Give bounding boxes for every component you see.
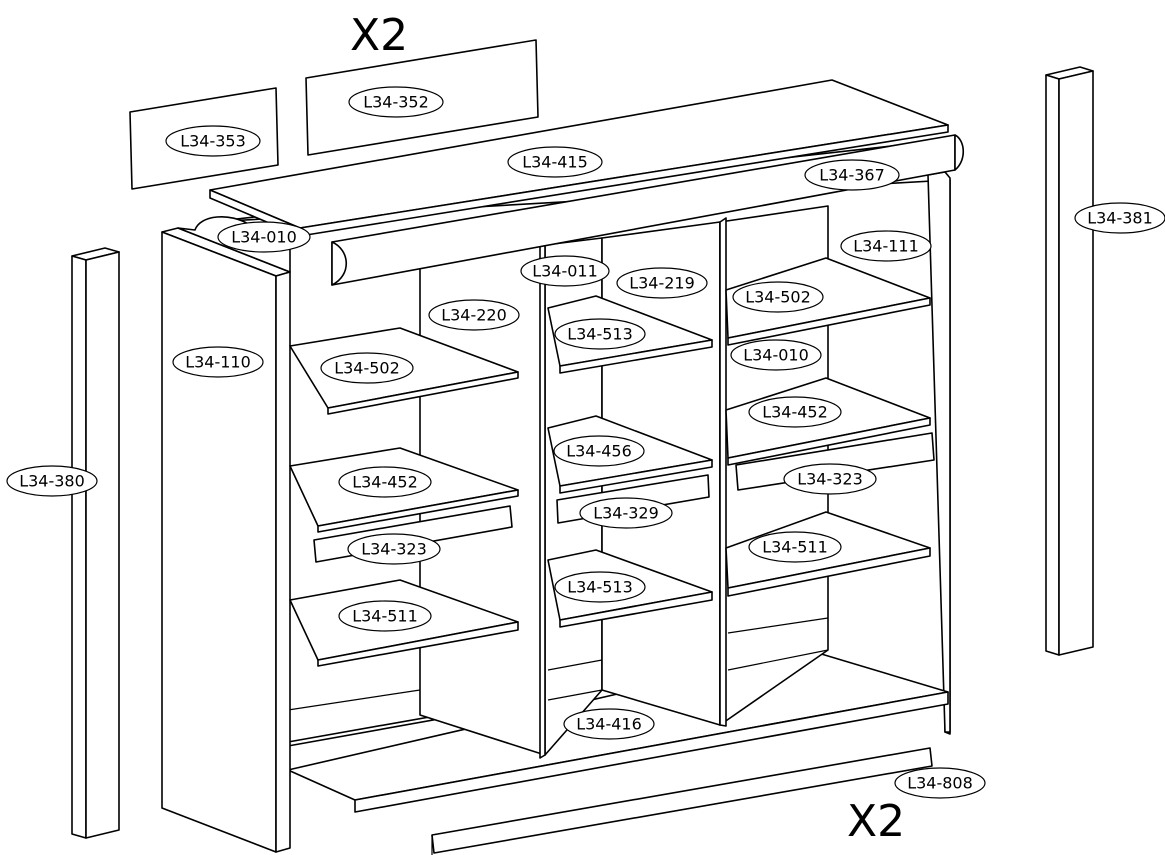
svg-text:L34-353: L34-353 xyxy=(180,132,246,151)
part-label: L34-452 xyxy=(748,396,842,428)
bottom-rail xyxy=(431,747,933,855)
part-label: L34-111 xyxy=(840,230,932,262)
svg-text:L34-323: L34-323 xyxy=(361,540,427,559)
part-label: L34-513 xyxy=(554,318,646,350)
part-label: L34-323 xyxy=(347,533,441,565)
svg-text:L34-219: L34-219 xyxy=(629,274,695,293)
top-panels-quantity: X2 xyxy=(350,10,408,61)
part-label: L34-511 xyxy=(338,600,432,632)
svg-text:L34-452: L34-452 xyxy=(762,403,828,422)
part-label: L34-110 xyxy=(172,346,264,378)
part-label: L34-502 xyxy=(320,352,414,384)
part-label: L34-219 xyxy=(616,267,708,299)
part-label: L34-808 xyxy=(894,767,986,799)
left-post xyxy=(71,247,120,839)
svg-text:L34-502: L34-502 xyxy=(334,359,400,378)
part-label: L34-452 xyxy=(338,466,432,498)
part-label: L34-380 xyxy=(6,465,98,497)
svg-text:L34-323: L34-323 xyxy=(797,470,863,489)
svg-text:L34-513: L34-513 xyxy=(567,578,633,597)
part-label: L34-513 xyxy=(554,571,646,603)
svg-text:L34-010: L34-010 xyxy=(743,346,809,365)
part-label: L34-010 xyxy=(217,221,311,253)
svg-text:L34-511: L34-511 xyxy=(762,538,828,557)
svg-text:L34-502: L34-502 xyxy=(745,288,811,307)
part-label: L34-352 xyxy=(348,86,444,118)
part-label: L34-381 xyxy=(1074,202,1165,234)
part-label: L34-416 xyxy=(563,708,655,740)
right-post xyxy=(1045,66,1094,656)
svg-text:L34-380: L34-380 xyxy=(19,472,85,491)
part-label: L34-415 xyxy=(507,146,603,178)
svg-text:L34-511: L34-511 xyxy=(352,607,418,626)
svg-text:L34-456: L34-456 xyxy=(566,442,632,461)
bottom-rail-quantity: X2 xyxy=(847,796,905,847)
left-side-panel xyxy=(161,215,291,853)
svg-text:L34-220: L34-220 xyxy=(441,306,507,325)
svg-text:L34-808: L34-808 xyxy=(907,774,973,793)
part-label: L34-353 xyxy=(165,125,261,157)
part-label: L34-511 xyxy=(748,531,842,563)
svg-text:L34-010: L34-010 xyxy=(231,228,297,247)
svg-text:L34-452: L34-452 xyxy=(352,473,418,492)
svg-text:L34-513: L34-513 xyxy=(567,325,633,344)
svg-text:L34-381: L34-381 xyxy=(1087,209,1153,228)
front-cornice xyxy=(331,134,965,286)
svg-text:L34-367: L34-367 xyxy=(819,166,885,185)
svg-text:L34-352: L34-352 xyxy=(363,93,429,112)
part-label: L34-456 xyxy=(553,435,645,467)
part-label: L34-329 xyxy=(579,497,673,529)
svg-text:L34-415: L34-415 xyxy=(522,153,588,172)
part-label: L34-367 xyxy=(804,159,900,191)
part-label: L34-323 xyxy=(783,463,877,495)
svg-text:L34-416: L34-416 xyxy=(576,715,642,734)
svg-text:L34-111: L34-111 xyxy=(853,237,919,256)
part-label: L34-010 xyxy=(730,339,822,371)
svg-text:L34-329: L34-329 xyxy=(593,504,659,523)
svg-text:L34-011: L34-011 xyxy=(532,262,598,281)
part-label: L34-220 xyxy=(428,299,520,331)
svg-text:L34-110: L34-110 xyxy=(185,353,251,372)
part-label: L34-502 xyxy=(732,281,824,313)
part-label: L34-011 xyxy=(520,255,610,287)
